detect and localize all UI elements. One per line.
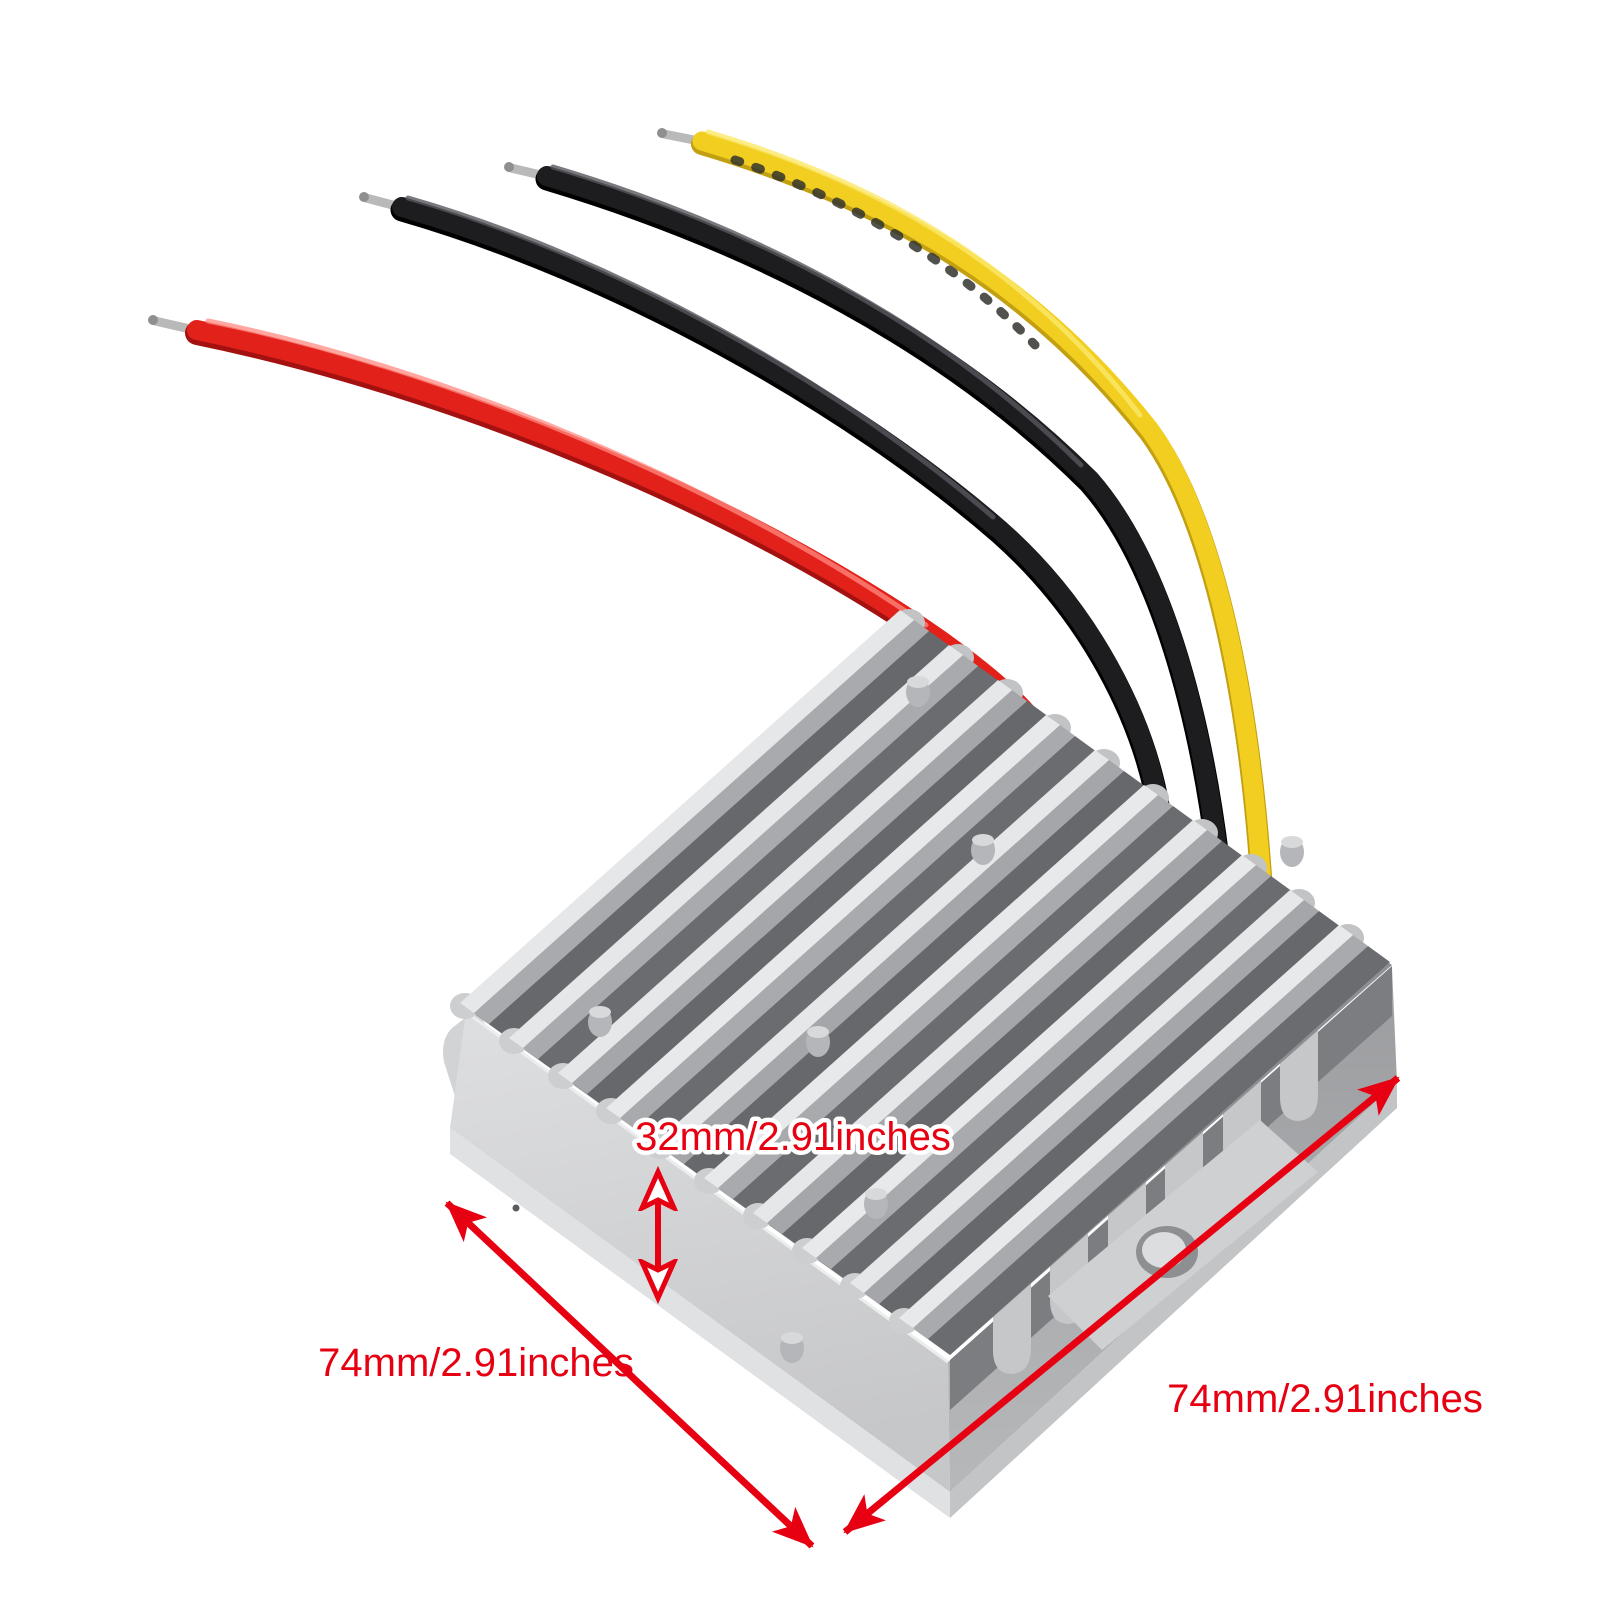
yellow-wire bbox=[657, 128, 1273, 902]
fin-post bbox=[806, 1026, 830, 1057]
fin-post bbox=[1280, 836, 1304, 867]
dim-arrow-side-width bbox=[842, 1075, 1401, 1535]
black-wire-2-highlight bbox=[550, 164, 1084, 468]
yellow-wire-body bbox=[692, 131, 1272, 898]
black-wire-2-body bbox=[537, 166, 1228, 866]
black-wire-2 bbox=[504, 162, 1230, 871]
black-wire-1-highlight bbox=[405, 195, 996, 520]
heatsink-fin bbox=[499, 644, 1000, 1075]
heatsink-fin bbox=[645, 749, 1146, 1180]
yellow-wire-tip-end bbox=[657, 128, 667, 138]
front-face-speck bbox=[512, 1204, 520, 1212]
dim-label-height: 32mm/2.91inches bbox=[635, 1115, 951, 1159]
fin-post bbox=[780, 1332, 804, 1363]
dimension-annotations: 74mm/2.91inches 74mm/2.91inches 32mm/2.9… bbox=[318, 1075, 1483, 1549]
black-wire-1-tip-end bbox=[359, 192, 369, 202]
dim-label-front-width: 74mm/2.91inches bbox=[318, 1341, 634, 1385]
red-wire-tip-end bbox=[148, 315, 158, 325]
black-wire-2-tip-end bbox=[504, 162, 514, 172]
black-wire-1 bbox=[359, 192, 1170, 817]
heatsink-fin bbox=[548, 679, 1049, 1110]
fin-post bbox=[971, 834, 995, 865]
black-wire-1-body bbox=[392, 197, 1168, 812]
yellow-wire-highlight bbox=[705, 129, 1143, 418]
dim-label-side-width: 74mm/2.91inches bbox=[1167, 1377, 1483, 1421]
mounting-hole bbox=[1142, 1232, 1186, 1268]
fin-post bbox=[864, 1188, 888, 1219]
yellow-wire-print-marks bbox=[730, 155, 1040, 350]
fin-post bbox=[906, 676, 930, 707]
red-wire-highlight bbox=[205, 318, 929, 628]
heatsink-fin bbox=[450, 609, 951, 1040]
dim-arrow-front-width bbox=[444, 1200, 815, 1549]
fin-post bbox=[588, 1006, 612, 1037]
